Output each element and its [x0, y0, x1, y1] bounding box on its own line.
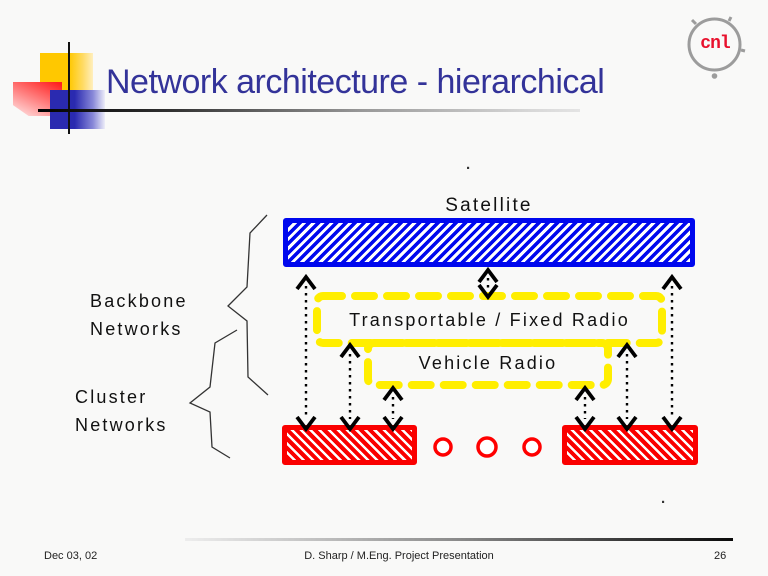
- cluster-label-line1: Cluster: [75, 387, 148, 407]
- footer-credit: D. Sharp / M.Eng. Project Presentation: [304, 550, 494, 562]
- slide-title: Network architecture - hierarchical: [106, 63, 605, 101]
- vehicle-radio-label: Vehicle Radio: [418, 353, 558, 373]
- cnl-logo-ring-icon: [687, 16, 746, 79]
- footer-divider-line: [185, 538, 733, 541]
- cluster-label-line2: Networks: [75, 415, 168, 435]
- cluster-network-box-right: [562, 425, 698, 465]
- relay-circle-icons: [433, 436, 542, 458]
- transportable-radio-label: Transportable / Fixed Radio: [349, 310, 630, 330]
- cluster-brace: [188, 329, 238, 459]
- arrow-heads: [295, 266, 683, 433]
- cnl-logo-text: cnl: [700, 34, 730, 54]
- satellite-label: Satellite: [445, 195, 533, 216]
- backbone-brace: [227, 214, 269, 396]
- footer-page-number: 26: [714, 550, 727, 562]
- cluster-networks-label: Cluster Networks: [75, 383, 168, 439]
- cnl-logo: cnl: [684, 12, 748, 82]
- dot-marker-bottom: .: [661, 490, 666, 507]
- backbone-label-line1: Backbone: [90, 291, 188, 311]
- dot-marker-top: .: [466, 156, 471, 173]
- satellite-network-box: [283, 218, 695, 267]
- backbone-label-line2: Networks: [90, 319, 183, 339]
- backbone-networks-label: Backbone Networks: [90, 287, 188, 343]
- decoration-vertical-line: [68, 42, 70, 134]
- footer-date: Dec 03, 02: [44, 550, 98, 562]
- cluster-network-box-left: [282, 425, 417, 465]
- title-underline: [38, 109, 580, 112]
- arrow-shafts: [304, 278, 674, 419]
